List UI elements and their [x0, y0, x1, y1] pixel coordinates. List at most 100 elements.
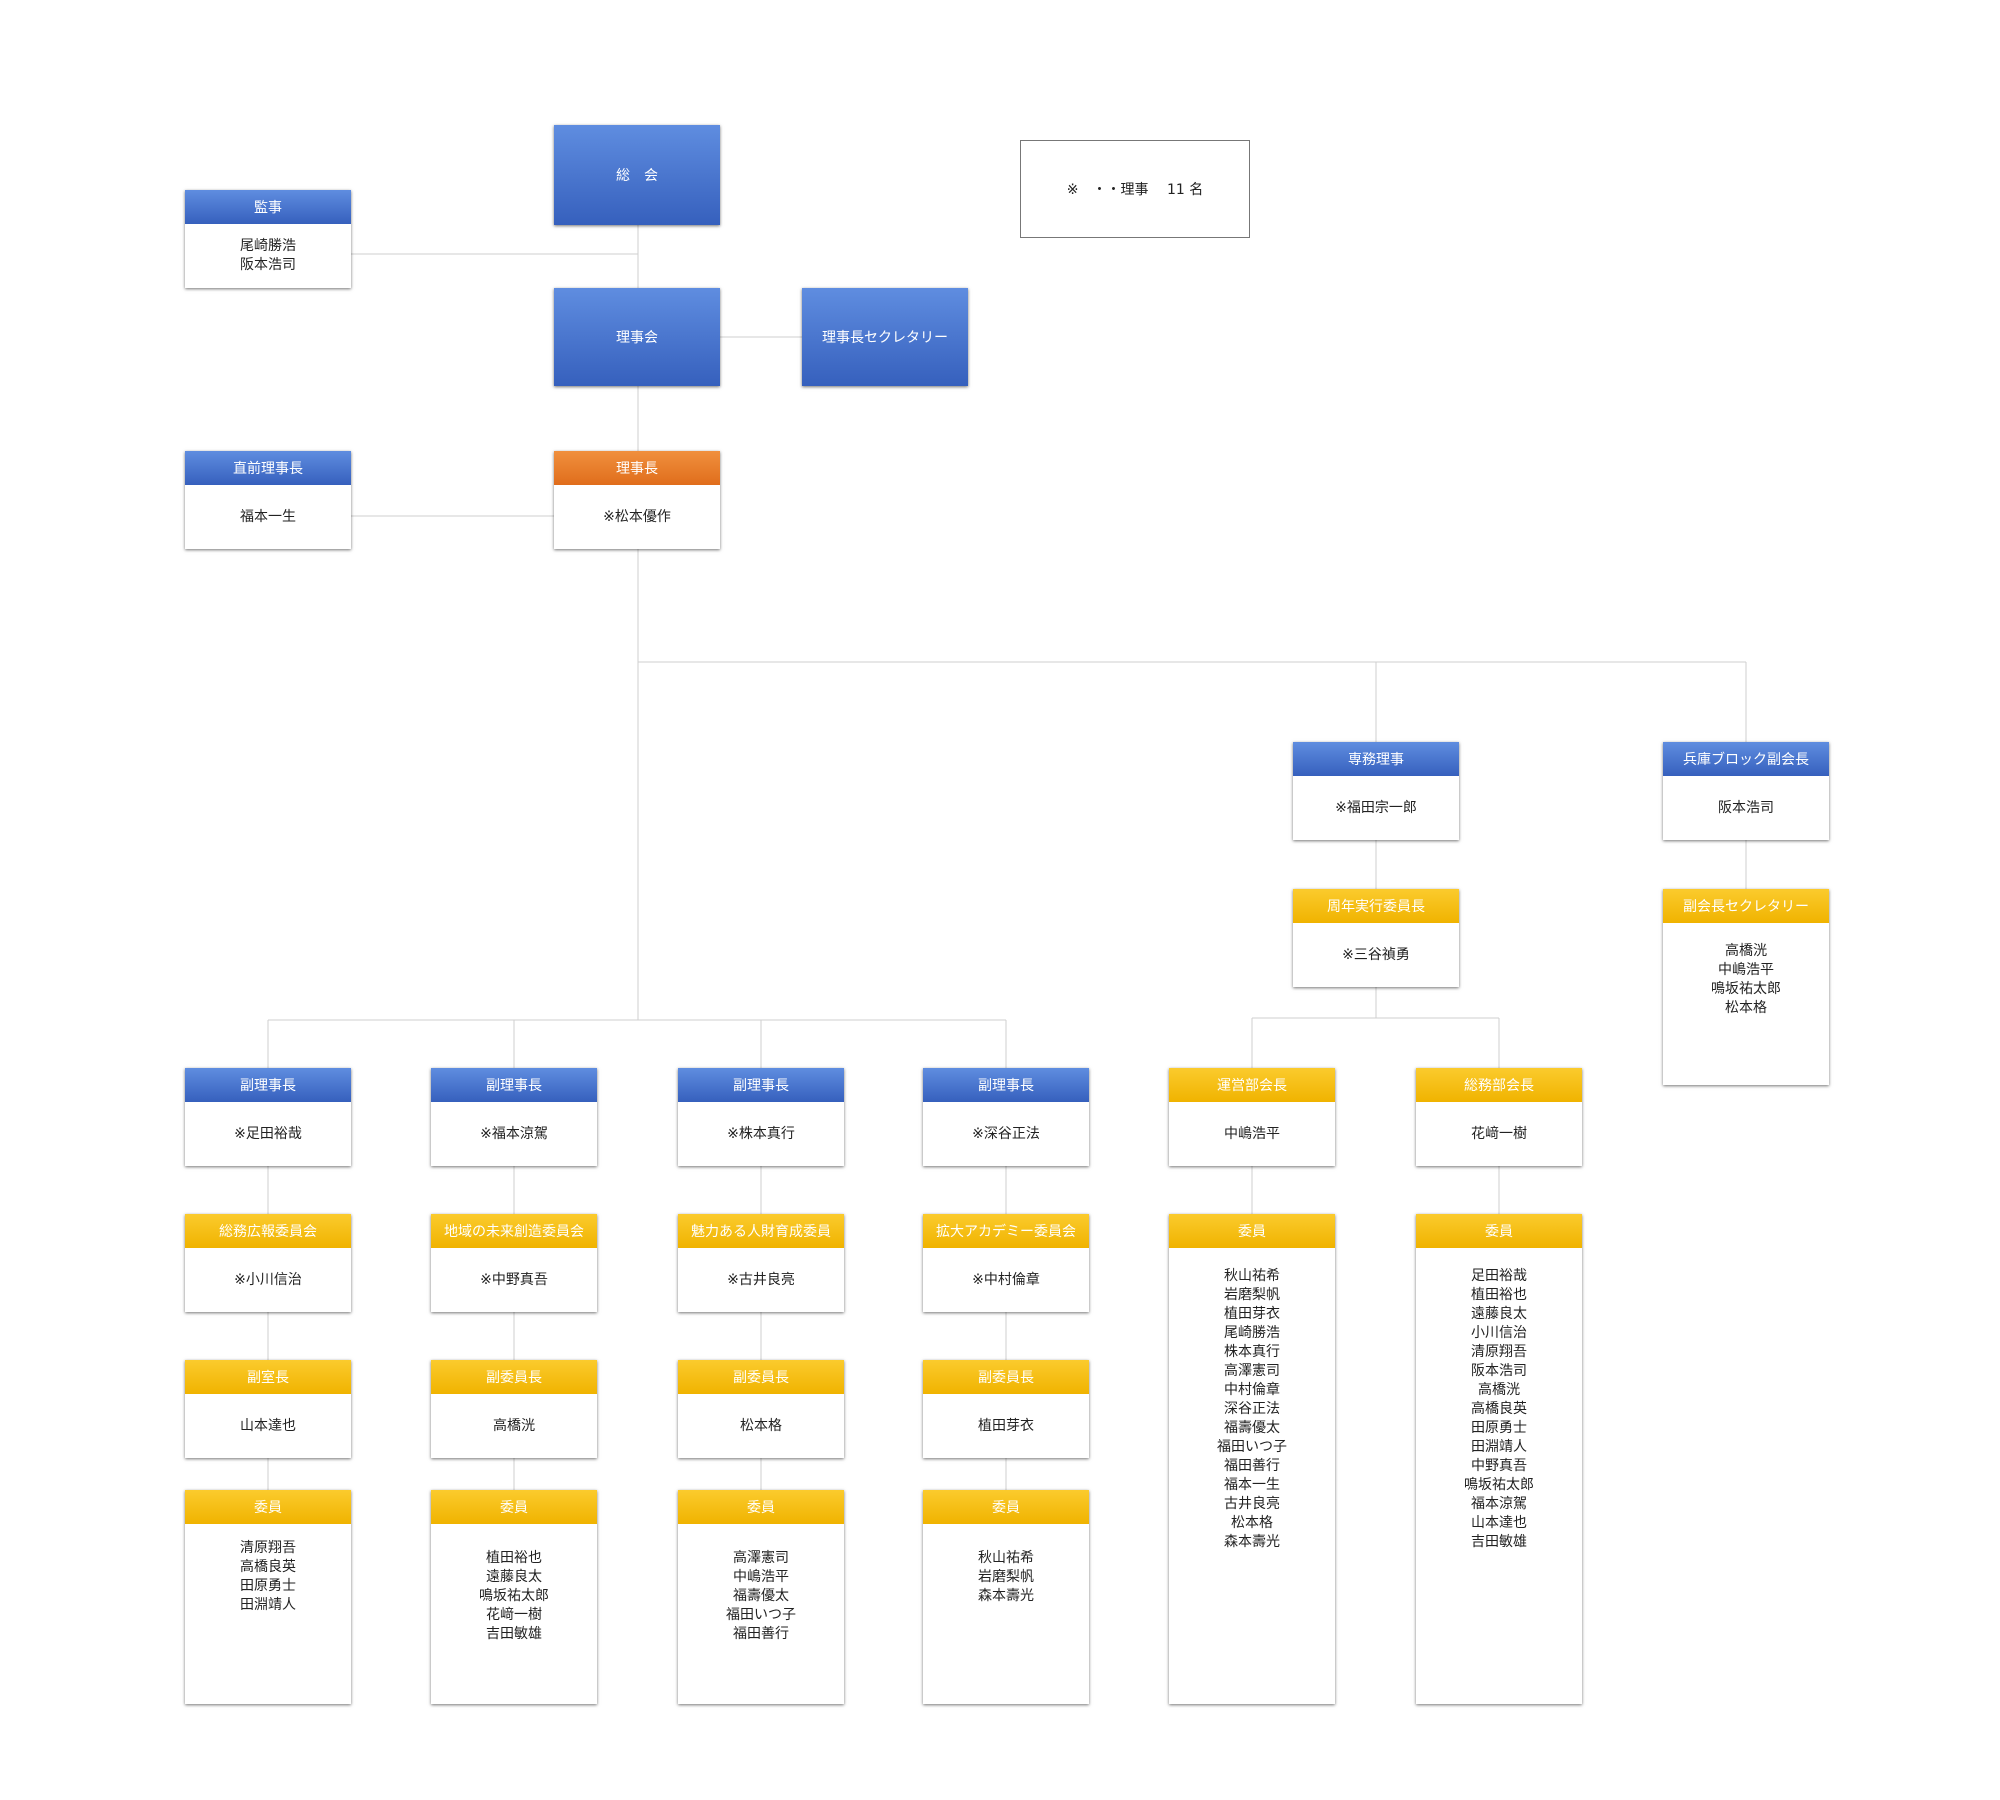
committee-title: 地域の未来創造委員会	[431, 1214, 597, 1248]
members-title: 委員	[185, 1490, 351, 1524]
anniversary-chair-node: 周年実行委員長 ※三谷禎勇	[1293, 889, 1459, 987]
vice-president-node: 副理事長 ※福本涼駕	[431, 1068, 597, 1166]
vice-president-name: ※福本涼駕	[480, 1125, 548, 1142]
auditor-member: 尾崎勝浩	[240, 238, 296, 254]
former-president-name: 福本一生	[240, 508, 296, 525]
department-members-node: 委員 足田裕哉 植田裕也 遠藤良太 小川信治 清原翔吾 阪本浩司 高橋洸 高橋良…	[1416, 1214, 1582, 1704]
member-name: 高澤憲司	[1224, 1363, 1280, 1379]
members-node: 委員 植田裕也 遠藤良太 鳴坂祐太郎 花﨑一樹 吉田敏雄	[431, 1490, 597, 1704]
committee-chair-name: ※中村倫章	[972, 1271, 1040, 1288]
committee-body: ※中野真吾	[431, 1248, 597, 1312]
members-list: 清原翔吾 高橋良英 田原勇士 田淵靖人	[185, 1524, 351, 1615]
committee-title: 魅力ある人財育成委員	[678, 1214, 844, 1248]
former-president-node: 直前理事長 福本一生	[185, 451, 351, 549]
member-name: 福田いつ子	[1217, 1439, 1287, 1455]
vice-president-body: ※足田裕哉	[185, 1102, 351, 1166]
president-body: ※松本優作	[554, 485, 720, 549]
member-name: 吉田敏雄	[486, 1626, 542, 1642]
member-name: 吉田敏雄	[1471, 1534, 1527, 1550]
department-head-name: 中嶋浩平	[1224, 1125, 1280, 1142]
vp-secretary-member: 鳴坂祐太郎	[1711, 981, 1781, 997]
member-name: 深谷正法	[1224, 1401, 1280, 1417]
members-title: 委員	[923, 1490, 1089, 1524]
legend-box: ※ ・・理事 11 名	[1020, 140, 1250, 238]
deputy-node: 副室長 山本達也	[185, 1360, 351, 1458]
vp-secretary-member: 松本格	[1725, 1000, 1767, 1016]
anniversary-chair-name: ※三谷禎勇	[1342, 946, 1410, 963]
committee-body: ※中村倫章	[923, 1248, 1089, 1312]
president-secretary-node: 理事長セクレタリー	[802, 288, 968, 386]
deputy-name: 植田芽衣	[978, 1417, 1034, 1434]
member-name: 高橋良英	[240, 1559, 296, 1575]
vice-president-name: ※株本真行	[727, 1125, 795, 1142]
members-node: 委員 清原翔吾 高橋良英 田原勇士 田淵靖人	[185, 1490, 351, 1704]
member-name: 鳴坂祐太郎	[479, 1588, 549, 1604]
vice-president-title: 副理事長	[431, 1068, 597, 1102]
legend-text: ※ ・・理事 11 名	[1066, 182, 1204, 198]
member-name: 植田裕也	[1471, 1287, 1527, 1303]
department-head-body: 中嶋浩平	[1169, 1102, 1335, 1166]
department-head-title: 総務部会長	[1416, 1068, 1582, 1102]
executive-director-title: 専務理事	[1293, 742, 1459, 776]
member-name: 田淵靖人	[240, 1597, 296, 1613]
member-name: 花﨑一樹	[486, 1607, 542, 1623]
member-name: 植田裕也	[486, 1550, 542, 1566]
committee-chair-name: ※古井良亮	[727, 1271, 795, 1288]
department-head-title: 運営部会長	[1169, 1068, 1335, 1102]
block-vice-president-body: 阪本浩司	[1663, 776, 1829, 840]
vp-secretary-node: 副会長セクレタリー 高橋洸 中嶋浩平 鳴坂祐太郎 松本格	[1663, 889, 1829, 1085]
department-head-node: 総務部会長 花﨑一樹	[1416, 1068, 1582, 1166]
president-node: 理事長 ※松本優作	[554, 451, 720, 549]
member-name: 山本達也	[1471, 1515, 1527, 1531]
department-head-node: 運営部会長 中嶋浩平	[1169, 1068, 1335, 1166]
member-name: 福壽優太	[1224, 1420, 1280, 1436]
block-vice-president-name: 阪本浩司	[1718, 799, 1774, 816]
deputy-title: 副室長	[185, 1360, 351, 1394]
block-vice-president-title: 兵庫ブロック副会長	[1663, 742, 1829, 776]
vp-secretary-member: 中嶋浩平	[1718, 962, 1774, 978]
vice-president-node: 副理事長 ※足田裕哉	[185, 1068, 351, 1166]
board-label: 理事会	[616, 330, 658, 346]
committee-node: 地域の未来創造委員会 ※中野真吾	[431, 1214, 597, 1312]
vice-president-name: ※足田裕哉	[234, 1125, 302, 1142]
vice-president-node: 副理事長 ※深谷正法	[923, 1068, 1089, 1166]
member-name: 田原勇士	[240, 1578, 296, 1594]
member-name: 高橋洸	[1478, 1382, 1520, 1398]
deputy-name: 山本達也	[240, 1417, 296, 1434]
members-list: 秋山祐希 岩磨梨帆 森本壽光	[923, 1524, 1089, 1606]
member-name: 鳴坂祐太郎	[1464, 1477, 1534, 1493]
auditor-node: 監事 尾崎勝浩 阪本浩司	[185, 190, 351, 288]
member-name: 遠藤良太	[486, 1569, 542, 1585]
board-node: 理事会	[554, 288, 720, 386]
members-node: 委員 秋山祐希 岩磨梨帆 森本壽光	[923, 1490, 1089, 1704]
member-name: 福田善行	[733, 1626, 789, 1642]
member-name: 福壽優太	[733, 1588, 789, 1604]
member-name: 田原勇士	[1471, 1420, 1527, 1436]
members-node: 委員 高澤憲司 中嶋浩平 福壽優太 福田いつ子 福田善行	[678, 1490, 844, 1704]
block-vice-president-node: 兵庫ブロック副会長 阪本浩司	[1663, 742, 1829, 840]
committee-body: ※古井良亮	[678, 1248, 844, 1312]
member-name: 福田いつ子	[726, 1607, 796, 1623]
vice-president-title: 副理事長	[185, 1068, 351, 1102]
member-name: 清原翔吾	[1471, 1344, 1527, 1360]
committee-node: 総務広報委員会 ※小川信治	[185, 1214, 351, 1312]
member-name: 福田善行	[1224, 1458, 1280, 1474]
committee-chair-name: ※小川信治	[234, 1271, 302, 1288]
member-name: 岩磨梨帆	[1224, 1287, 1280, 1303]
member-name: 遠藤良太	[1471, 1306, 1527, 1322]
member-name: 福本涼駕	[1471, 1496, 1527, 1512]
member-name: 松本格	[1231, 1515, 1273, 1531]
deputy-body: 山本達也	[185, 1394, 351, 1458]
department-head-body: 花﨑一樹	[1416, 1102, 1582, 1166]
member-name: 株本真行	[1224, 1344, 1280, 1360]
member-name: 植田芽衣	[1224, 1306, 1280, 1322]
deputy-node: 副委員長 松本格	[678, 1360, 844, 1458]
deputy-title: 副委員長	[431, 1360, 597, 1394]
member-name: 古井良亮	[1224, 1496, 1280, 1512]
member-name: 秋山祐希	[1224, 1268, 1280, 1284]
department-members-list: 足田裕哉 植田裕也 遠藤良太 小川信治 清原翔吾 阪本浩司 高橋洸 高橋良英 田…	[1416, 1248, 1582, 1552]
vp-secretary-members: 高橋洸 中嶋浩平 鳴坂祐太郎 松本格	[1663, 923, 1829, 1018]
member-name: 高澤憲司	[733, 1550, 789, 1566]
department-members-node: 委員 秋山祐希 岩磨梨帆 植田芽衣 尾崎勝浩 株本真行 高澤憲司 中村倫章 深谷…	[1169, 1214, 1335, 1704]
